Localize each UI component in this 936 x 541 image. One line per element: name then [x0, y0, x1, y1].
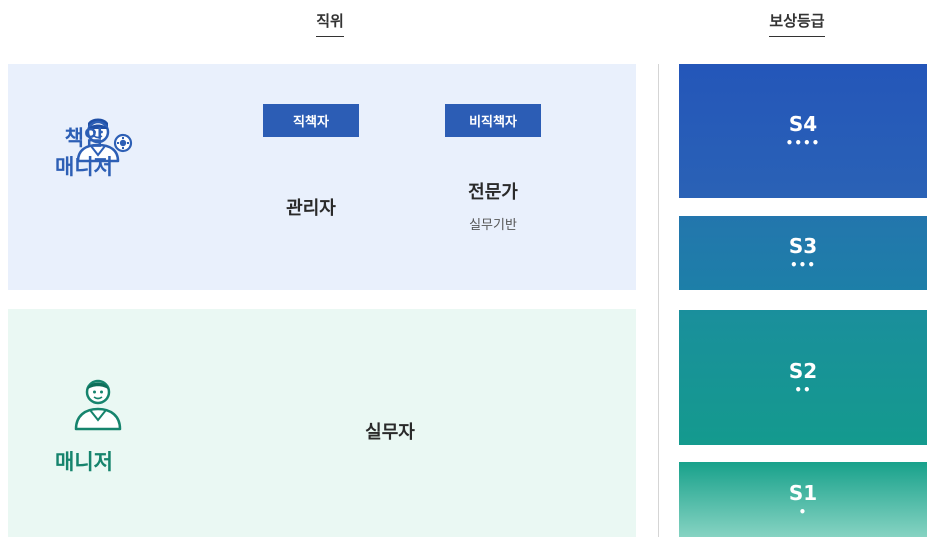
expert-label: 전문가: [468, 182, 518, 203]
responsible-manager-panel: [8, 64, 636, 290]
grade-s2: S2 ••: [679, 310, 927, 445]
grade-s4: S4 ••••: [679, 64, 927, 198]
responsible-manager-title: 책임 매니저: [34, 124, 134, 182]
admin-label: 관리자: [286, 198, 336, 219]
position-header-text: 직위: [316, 10, 344, 37]
responsible-manager-title-line2: 매니저: [55, 155, 113, 179]
grade-s1: S1 •: [679, 462, 927, 537]
grade-s2-name: S2: [788, 358, 818, 383]
position-holder-badge: 직책자: [263, 104, 359, 137]
non-position-holder-badge: 비직책자: [445, 104, 541, 137]
manager-title: 매니저: [55, 450, 113, 474]
grade-s2-dots: ••: [794, 382, 812, 397]
grade-s4-name: S4: [788, 112, 818, 136]
column-divider: [658, 64, 659, 537]
grade-s3: S3 •••: [679, 216, 927, 290]
responsible-manager-title-line1: 책임: [64, 126, 104, 150]
grade-header: 보상등급: [742, 10, 852, 37]
position-header: 직위: [290, 10, 370, 37]
expert-sub-label: 실무기반: [469, 218, 517, 233]
grade-s3-name: S3: [788, 234, 818, 258]
practitioner-label: 실무자: [365, 422, 415, 443]
grade-header-text: 보상등급: [769, 10, 825, 37]
grade-s1-dots: •: [798, 504, 808, 519]
grade-s4-dots: ••••: [785, 136, 821, 150]
grade-s1-name: S1: [788, 480, 818, 505]
person-gear-icon: [76, 118, 133, 163]
grade-s3-dots: •••: [789, 258, 816, 272]
person-icon: [74, 379, 122, 431]
